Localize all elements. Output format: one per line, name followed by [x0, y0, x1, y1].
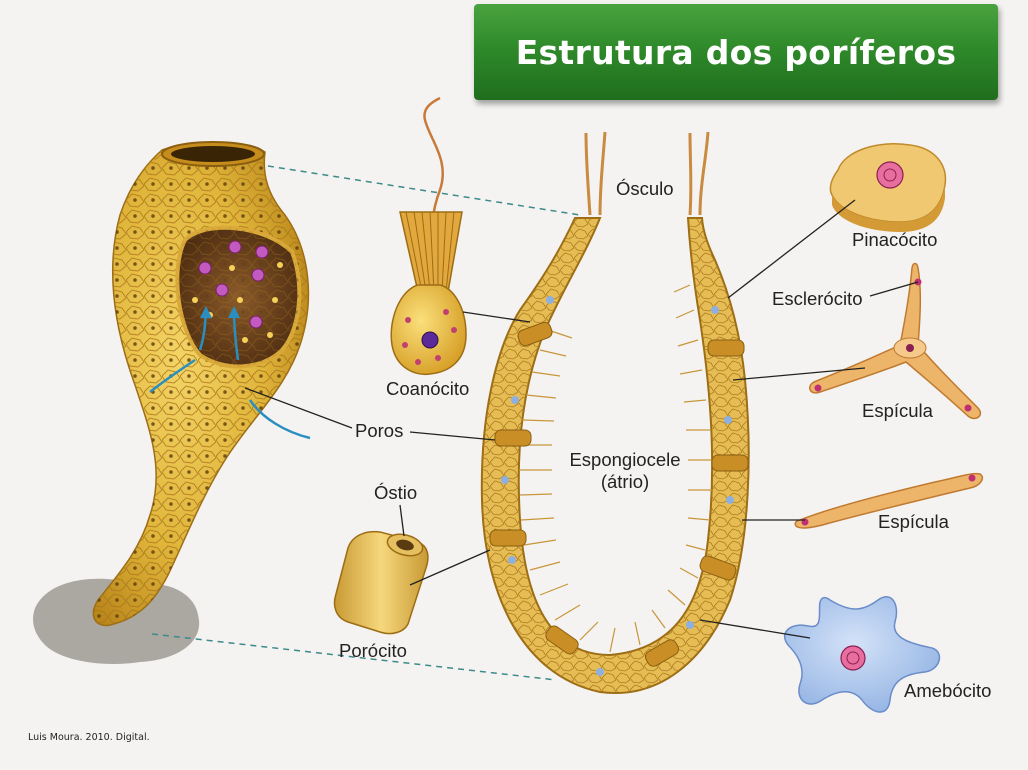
- choanocyte-illustration: [390, 96, 467, 376]
- image-credit: Luis Moura. 2010. Digital.: [28, 732, 150, 743]
- label-espongiocele-line1: Espongiocele: [569, 449, 681, 470]
- label-coanocito: Coanócito: [386, 378, 470, 399]
- label-espongiocele: Espongiocele (átrio): [558, 449, 692, 493]
- label-osculo: Ósculo: [616, 178, 674, 199]
- dashed-connectors: [151, 165, 581, 681]
- sclerocyte-spicule-illustration: [809, 262, 982, 420]
- label-poros: Poros: [355, 420, 404, 441]
- choanocyte-fringe: [519, 284, 712, 653]
- choanocyte-body: [390, 284, 467, 376]
- sponge-cross-section: [480, 131, 750, 694]
- title-banner: Estrutura dos poríferos: [474, 4, 998, 100]
- label-ostio: Óstio: [374, 482, 418, 503]
- water-flow-arrows: [149, 311, 311, 440]
- amebocyte-illustration: [783, 596, 941, 713]
- label-espicula-1: Espícula: [862, 400, 933, 421]
- choanocyte-nucleus: [421, 331, 439, 349]
- porocyte-illustration: [333, 530, 429, 635]
- page-title: Estrutura dos poríferos: [515, 32, 957, 72]
- label-pinacocito: Pinacócito: [852, 229, 938, 250]
- label-espicula-2: Espícula: [878, 511, 949, 532]
- wall-pores: [489, 321, 749, 667]
- label-esclerocito: Esclerócito: [772, 288, 863, 309]
- cavity-cells: [198, 240, 269, 329]
- label-amebocito: Amebócito: [904, 680, 992, 701]
- sponge-illustration: [33, 141, 311, 665]
- pinacocyte-illustration: [829, 143, 947, 232]
- label-espongiocele-line2: (átrio): [600, 471, 650, 492]
- amebocyte-nucleus: [840, 645, 866, 671]
- pinacocyte-nucleus: [876, 161, 904, 189]
- leader-lines: [244, 199, 919, 639]
- label-porocito: Porócito: [339, 640, 407, 661]
